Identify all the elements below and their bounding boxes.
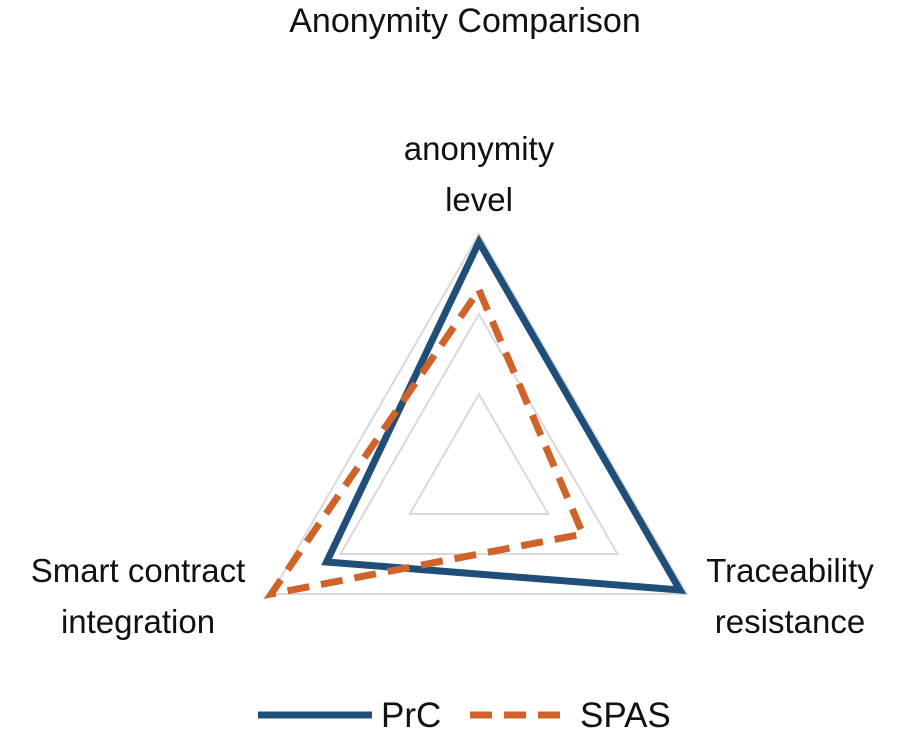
axis-label-line: integration: [61, 603, 215, 640]
radar-grid-ring: [338, 312, 620, 555]
axis-label-line: level: [445, 181, 513, 218]
axis-label-line: Traceability: [706, 552, 874, 589]
chart-legend: PrC SPAS: [258, 696, 671, 735]
axis-label-line: anonymity: [404, 130, 555, 167]
chart-title: Anonymity Comparison: [289, 2, 640, 40]
series-line-spas: [263, 282, 588, 600]
radar-grid: [269, 231, 689, 595]
legend-label-prc: PrC: [381, 696, 441, 735]
axis-label-line: resistance: [715, 603, 865, 640]
series-line-prc: [321, 234, 687, 595]
axis-label: Smart contract integration: [31, 552, 246, 640]
axis-label-line: Smart contract: [31, 552, 246, 589]
axis-label: anonymity level: [404, 130, 555, 218]
radar-grid-ring: [407, 392, 551, 515]
axis-label: Traceability resistance: [706, 552, 874, 640]
radar-series: [263, 234, 687, 600]
legend-label-spas: SPAS: [580, 696, 671, 735]
radar-grid-ring: [269, 231, 689, 595]
